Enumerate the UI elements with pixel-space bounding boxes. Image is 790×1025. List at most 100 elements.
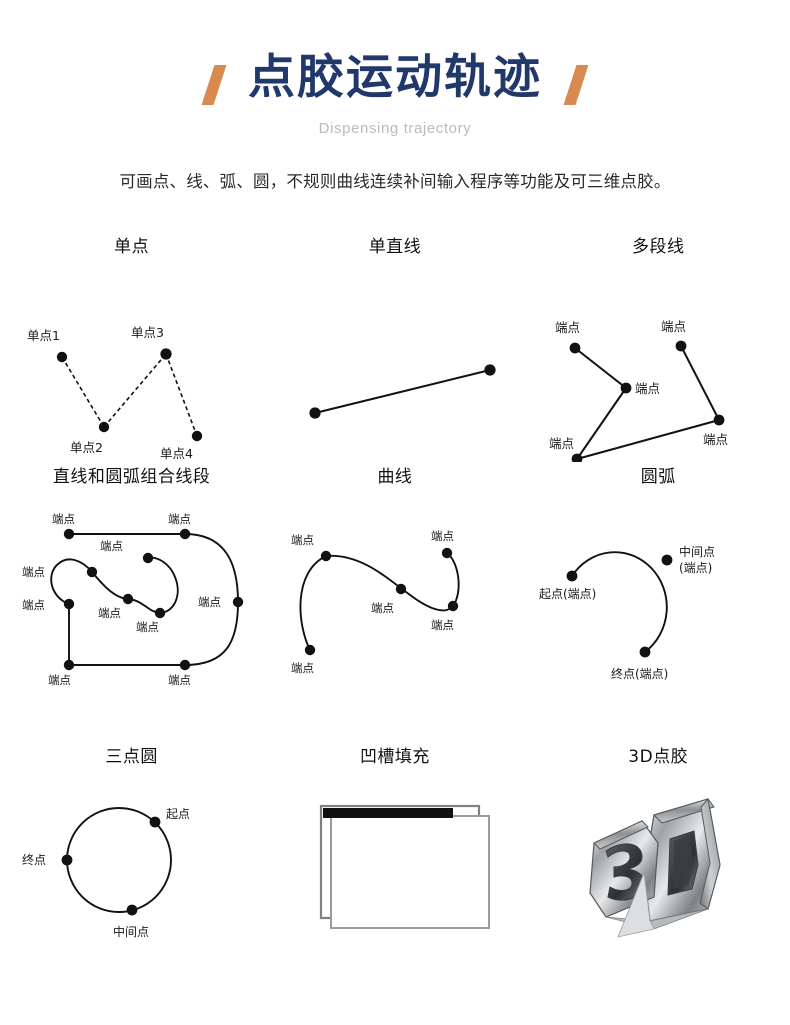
logo-3d-wrap: 3D xyxy=(527,772,790,952)
intro-text: 可画点、线、弧、圆，不规则曲线连续补间输入程序等功能及可三维点胶。 xyxy=(119,172,671,191)
point-label: 端点 xyxy=(555,320,580,335)
arc-segment xyxy=(50,558,93,605)
point-label: 端点 xyxy=(136,620,159,634)
point-marker xyxy=(56,351,68,363)
panel-title: 3D点胶 xyxy=(628,747,689,767)
point-label: 端点 xyxy=(549,436,574,451)
point-label: 端点 xyxy=(98,606,121,620)
point-marker xyxy=(63,528,75,540)
polyline-path xyxy=(573,345,720,460)
logo-3-glyph xyxy=(605,843,645,901)
point-label: 起点(端点) xyxy=(539,587,596,601)
point-marker xyxy=(571,453,582,462)
panel-title: 三点圆 xyxy=(105,747,158,767)
accent-slash-right-icon xyxy=(563,65,589,105)
panel-art: 端点 端点 端点 端点 端点 xyxy=(263,492,526,742)
point-label: 端点 xyxy=(635,381,660,396)
title-row: 点胶运动轨迹 xyxy=(0,46,790,108)
point-label: 端点 xyxy=(48,673,71,687)
groove-inner-rect xyxy=(330,815,491,929)
panel-art: 起点 终点 中间点 xyxy=(0,772,263,952)
arc-segment xyxy=(127,598,161,614)
dashed-segment xyxy=(61,356,105,428)
logo-d-side-face xyxy=(699,797,721,910)
point-marker xyxy=(305,644,316,656)
panel-single-point: 单点 单点1 单点2 xyxy=(0,232,263,462)
grid-row-3: 三点圆 起点 终点 中间点 凹槽 xyxy=(0,742,790,952)
point-label: 端点 xyxy=(22,565,45,579)
panel-art: 单点1 单点2 单点3 单点4 xyxy=(0,262,263,462)
point-marker xyxy=(63,598,75,610)
point-label: 端点 xyxy=(22,598,45,612)
point-label: 终点 xyxy=(22,852,46,867)
point-label: 端点 xyxy=(168,673,191,687)
point-marker xyxy=(675,340,686,352)
point-label: 端点 xyxy=(168,512,191,526)
point-marker xyxy=(142,552,154,564)
panel-arc: 圆弧 起点(端点) 中间点 (端点) 终点(端点) xyxy=(527,462,790,742)
point-label: 端点 xyxy=(291,661,314,675)
point-label: 端点 xyxy=(703,432,728,447)
panel-groove-fill: 凹槽填充 xyxy=(263,742,526,952)
grid-row-1: 单点 单点1 单点2 xyxy=(0,232,790,462)
point-marker xyxy=(61,854,73,866)
panel-art: 端点 端点 端点 端点 端点 端点 端点 端点 端点 端点 xyxy=(0,492,263,742)
point-marker xyxy=(661,554,672,566)
panel-line-arc-combo: 直线和圆弧组合线段 xyxy=(0,462,263,742)
accent-slash-left-icon xyxy=(201,65,227,105)
point-label: 中间点 xyxy=(113,924,149,939)
point-marker xyxy=(442,547,453,559)
panel-title: 多段线 xyxy=(631,237,685,257)
point-label: 端点 xyxy=(371,601,394,615)
page-subtitle: Dispensing trajectory xyxy=(318,120,472,137)
point-label: 端点 xyxy=(52,512,75,526)
point-marker xyxy=(179,659,191,671)
point-marker xyxy=(160,348,172,360)
grid-row-2: 直线和圆弧组合线段 xyxy=(0,462,790,742)
curve-segment xyxy=(446,552,460,607)
arc-segment xyxy=(147,556,179,614)
line-segment xyxy=(315,369,491,414)
panel-three-d-dispensing: 3D点胶 xyxy=(527,742,790,952)
logo-d-counter-shade xyxy=(674,835,694,889)
panel-title: 凹槽填充 xyxy=(359,747,430,767)
panel-curve: 曲线 xyxy=(263,462,526,742)
groove-fill-bar xyxy=(323,808,454,818)
panel-three-point-circle: 三点圆 起点 终点 中间点 xyxy=(0,742,263,952)
point-label: 单点1 xyxy=(27,328,60,343)
point-marker xyxy=(149,816,161,828)
point-marker xyxy=(122,593,134,605)
point-label: 单点2 xyxy=(70,440,103,455)
point-marker xyxy=(713,414,724,426)
point-marker xyxy=(126,904,138,916)
point-label: 端点 xyxy=(100,539,123,553)
point-label: 中间点 xyxy=(679,544,715,559)
point-marker xyxy=(191,430,203,442)
point-label: 端点 xyxy=(198,595,221,609)
logo-d-top-bevel xyxy=(653,798,716,824)
page-header: 点胶运动轨迹 Dispensing trajectory xyxy=(0,46,790,156)
point-marker xyxy=(321,550,332,562)
point-marker xyxy=(396,583,407,595)
point-label: 端点 xyxy=(431,618,454,632)
panel-title: 直线和圆弧组合线段 xyxy=(52,467,211,487)
point-marker xyxy=(232,596,244,608)
panel-title: 单直线 xyxy=(368,237,422,257)
panel-art xyxy=(263,262,526,462)
arc-segment xyxy=(91,571,129,600)
curve-segment xyxy=(299,555,328,651)
logo-base-wedge xyxy=(617,871,655,938)
arc-segment xyxy=(570,551,668,653)
logo-3-top-bevel xyxy=(593,820,650,850)
panel-art: 端点 端点 端点 端点 端点 xyxy=(527,262,790,462)
point-marker xyxy=(620,382,631,394)
point-marker xyxy=(484,364,496,376)
point-label: 端点 xyxy=(431,529,454,543)
point-label: 端点 xyxy=(661,319,686,334)
point-label: 终点(端点) xyxy=(611,666,668,681)
page-title: 点胶运动轨迹 xyxy=(248,49,542,105)
point-marker xyxy=(448,600,459,612)
point-marker xyxy=(86,566,98,578)
point-label: 单点3 xyxy=(131,325,164,340)
point-marker xyxy=(154,607,166,619)
